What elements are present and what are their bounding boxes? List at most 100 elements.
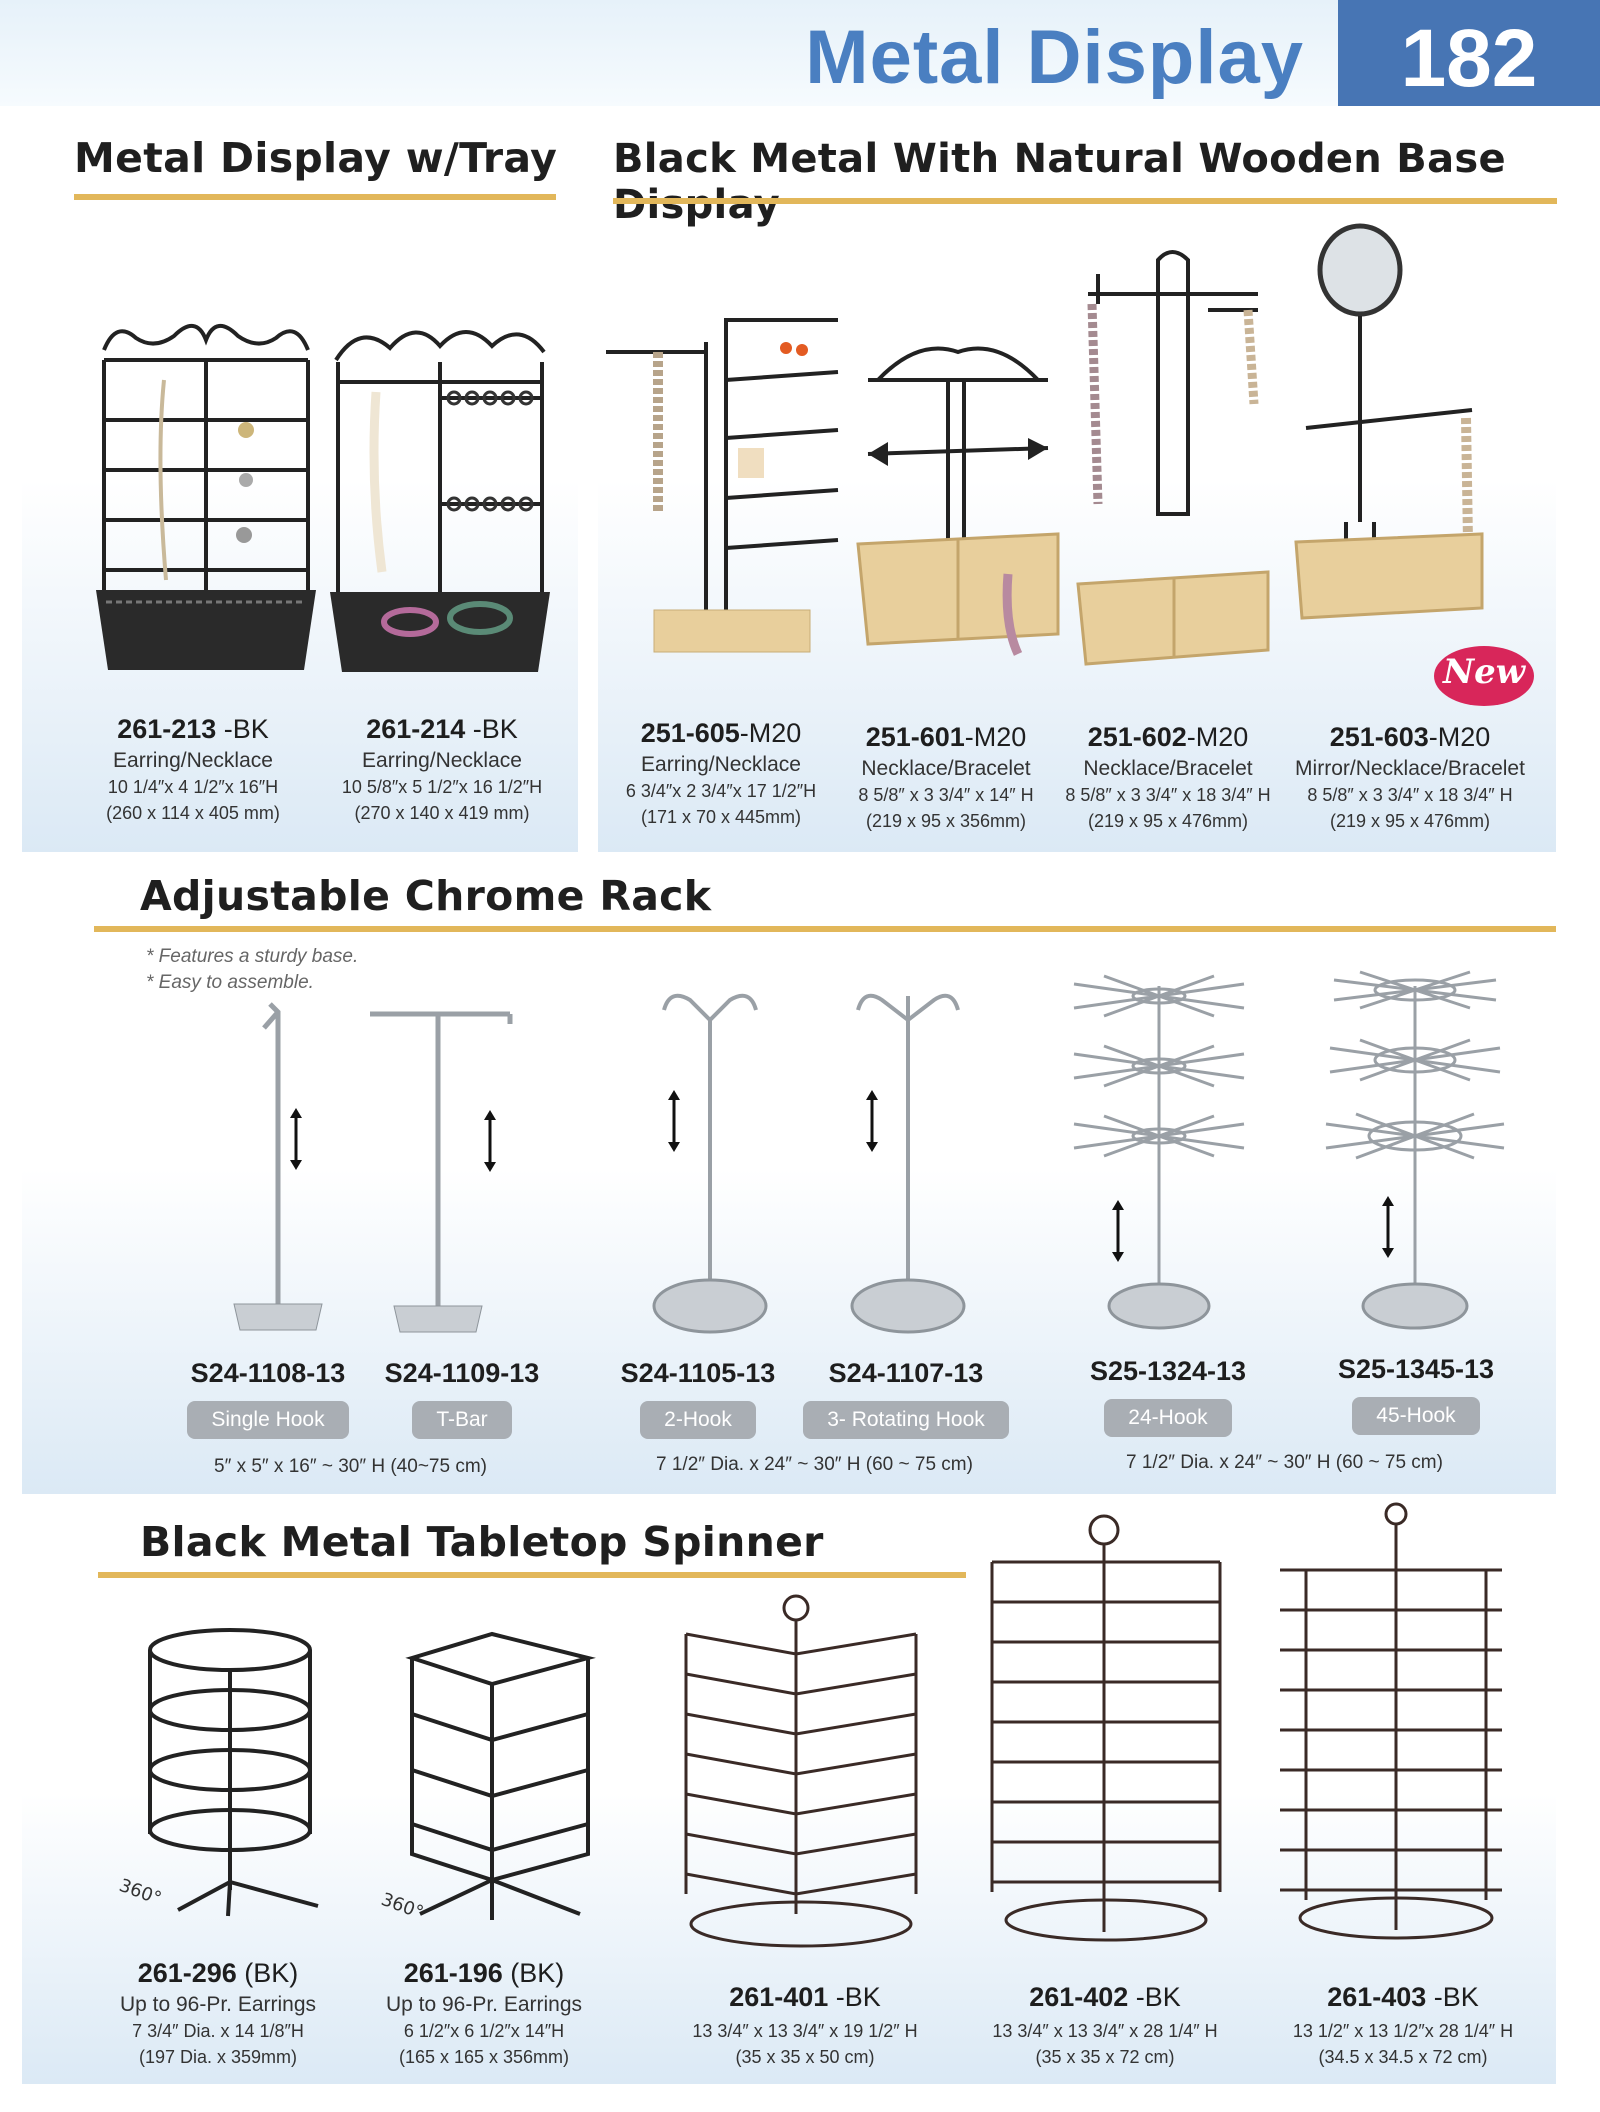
product-dims-imperial: 13 1/2″ x 13 1/2″x 28 1/4″ H: [1292, 2021, 1514, 2041]
product-dims-metric: (197 Dia. x 359mm): [138, 2047, 298, 2067]
header-band: [0, 0, 1338, 106]
product-type: Necklace/Bracelet: [861, 757, 1031, 780]
product-251-603: 251-603-M20 Mirror/Necklace/Bracelet 8 5…: [1290, 722, 1530, 833]
product-sku: 261-296 (BK): [137, 1958, 299, 1988]
product-type: Up to 96-Pr. Earrings: [119, 1993, 317, 2016]
chrome-rack-2-hook-image: [652, 993, 768, 1334]
product-sku: 261-403 -BK: [1327, 1982, 1479, 2012]
product-261-196: 261-196 (BK) Up to 96-Pr. Earrings 6 1/2…: [384, 1958, 584, 2069]
product-dims-imperial: 7 3/4″ Dia. x 14 1/8″H: [132, 2021, 304, 2041]
product-dims-metric: (35 x 35 x 50 cm): [735, 2047, 875, 2067]
product-type: Earring/Necklace: [113, 749, 273, 772]
product-dims-imperial: 13 3/4″ x 13 3/4″ x 28 1/4″ H: [992, 2021, 1218, 2041]
product-type: Earring/Necklace: [641, 753, 801, 776]
product-261-402: 261-402 -BK 13 3/4″ x 13 3/4″ x 28 1/4″ …: [980, 1982, 1230, 2069]
spinner-rotation-label-2: 360°: [378, 1889, 426, 1924]
product-sku: 251-601-M20: [865, 722, 1027, 752]
chrome-rack-t-bar-image: [370, 1011, 513, 1333]
product-dims-metric: (219 x 95 x 476mm): [1087, 811, 1249, 831]
product-261-214: 261-214 -BK Earring/Necklace 10 5/8″x 5 …: [322, 714, 562, 825]
spinner-261-403-image: [1280, 1502, 1502, 1940]
product-dims-metric: (270 x 140 x 419 mm): [354, 803, 530, 823]
chrome-rack-24-hook-image: [1073, 974, 1245, 1330]
page-title: Metal Display: [805, 15, 1304, 100]
product-sku: 261-402 -BK: [1029, 1982, 1181, 2012]
product-dims-imperial: 6 3/4″x 2 3/4″x 17 1/2″H: [625, 781, 817, 801]
product-sku: 251-603-M20: [1329, 722, 1491, 752]
page-number-box: 182: [1338, 0, 1600, 106]
product-type: Necklace/Bracelet: [1083, 757, 1253, 780]
wooden-display-251-603-image: [1294, 223, 1484, 620]
product-sku: S24-1107-13: [828, 1358, 984, 1388]
page-number: 182: [1400, 13, 1538, 104]
product-S24-1107-13: S24-1107-13 3- Rotating Hook: [796, 1358, 1016, 1439]
product-label-pill: 45-Hook: [1352, 1397, 1480, 1435]
product-sku: S24-1108-13: [190, 1358, 346, 1388]
wooden-display-251-602-image: [1076, 250, 1270, 666]
product-label-pill: T-Bar: [412, 1401, 512, 1439]
chrome-group-dims-3: 7 1/2″ Dia. x 24″ ~ 30″ H (60 ~ 75 cm): [1126, 1452, 1443, 1473]
tray-display-261-213-image: [96, 324, 316, 670]
new-badge: New: [1443, 652, 1525, 692]
wooden-display-251-605-image: [606, 318, 839, 653]
product-sku: S25-1345-13: [1337, 1354, 1495, 1384]
product-type: Up to 96-Pr. Earrings: [385, 1993, 583, 2016]
wooden-section-bg: [598, 210, 1556, 852]
product-dims-imperial: 8 5/8″ x 3 3/4″ x 18 3/4″ H: [1307, 785, 1513, 805]
product-261-213: 261-213 -BK Earring/Necklace 10 1/4″x 4 …: [88, 714, 298, 825]
product-261-401: 261-401 -BK 13 3/4″ x 13 3/4″ x 19 1/2″ …: [680, 1982, 930, 2069]
product-sku: 261-196 (BK): [403, 1958, 565, 1988]
product-S24-1105-13: S24-1105-13 2-Hook: [598, 1358, 798, 1439]
section-rule-chrome: [94, 926, 1556, 932]
product-dims-metric: (219 x 95 x 476mm): [1329, 811, 1491, 831]
tray-display-261-214-image: [330, 330, 550, 672]
chrome-group-dims-2: 7 1/2″ Dia. x 24″ ~ 30″ H (60 ~ 75 cm): [656, 1454, 973, 1475]
spinner-261-196-image: 360°: [378, 1631, 596, 1924]
product-dims-metric: (165 x 165 x 356mm): [398, 2047, 570, 2067]
product-dims-metric: (219 x 95 x 356mm): [865, 811, 1027, 831]
product-dims-metric: (34.5 x 34.5 x 72 cm): [1318, 2047, 1488, 2067]
product-sku: S25-1324-13: [1089, 1356, 1247, 1386]
product-251-602: 251-602-M20 Necklace/Bracelet 8 5/8″ x 3…: [1058, 722, 1278, 833]
section-rule-tray: [74, 194, 556, 200]
product-dims-metric: (260 x 114 x 405 mm): [106, 803, 280, 823]
section-title-spinner: Black Metal Tabletop Spinner: [140, 1518, 824, 1566]
product-dims-imperial: 8 5/8″ x 3 3/4″ x 14″ H: [858, 785, 1034, 805]
product-label-pill: 24-Hook: [1104, 1399, 1232, 1437]
section-rule-spinner: [98, 1572, 966, 1578]
product-S25-1324-13: S25-1324-13 24-Hook: [1068, 1356, 1268, 1437]
tray-section-bg: [22, 210, 578, 852]
product-sku: 251-605-M20: [640, 718, 802, 748]
section-title-wooden: Black Metal With Natural Wooden Base Dis…: [613, 136, 1506, 228]
new-badge-shape: [1434, 646, 1534, 706]
product-sku: S24-1109-13: [384, 1358, 540, 1388]
product-type: Earring/Necklace: [362, 749, 522, 772]
product-S24-1108-13: S24-1108-13 Single Hook: [168, 1358, 368, 1439]
product-sku: S24-1105-13: [620, 1358, 776, 1388]
product-dims-metric: (35 x 35 x 72 cm): [1035, 2047, 1175, 2067]
note-easy-assemble: * Easy to assemble.: [146, 972, 314, 993]
wooden-display-251-601-image: [856, 346, 1060, 656]
product-S24-1109-13: S24-1109-13 T-Bar: [362, 1358, 562, 1439]
product-label-pill: Single Hook: [187, 1401, 349, 1439]
product-sku: 261-401 -BK: [729, 1982, 881, 2012]
note-sturdy-base: * Features a sturdy base.: [146, 946, 359, 967]
spinner-261-401-image: [684, 1594, 918, 1948]
section-title-tray: Metal Display w/Tray: [74, 134, 558, 182]
spinner-261-402-image: [990, 1514, 1222, 1942]
product-dims-imperial: 6 1/2″x 6 1/2″x 14″H: [403, 2021, 565, 2041]
spinner-261-296-image: 360°: [116, 1628, 319, 1917]
product-251-605: 251-605-M20 Earring/Necklace 6 3/4″x 2 3…: [610, 718, 832, 829]
product-type: Mirror/Necklace/Bracelet: [1295, 757, 1525, 780]
chrome-notes: * Features a sturdy base. * Easy to asse…: [146, 944, 358, 996]
spinner-rotation-label-1: 360°: [116, 1875, 164, 1910]
product-S25-1345-13: S25-1345-13 45-Hook: [1316, 1354, 1516, 1435]
product-261-296: 261-296 (BK) Up to 96-Pr. Earrings 7 3/4…: [118, 1958, 318, 2069]
product-label-pill: 3- Rotating Hook: [803, 1401, 1009, 1439]
product-sku: 261-213 -BK: [117, 714, 269, 744]
product-label-pill: 2-Hook: [640, 1401, 756, 1439]
product-dims-imperial: 8 5/8″ x 3 3/4″ x 18 3/4″ H: [1065, 785, 1271, 805]
product-sku: 251-602-M20: [1087, 722, 1249, 752]
product-251-601: 251-601-M20 Necklace/Bracelet 8 5/8″ x 3…: [846, 722, 1046, 833]
product-dims-metric: (171 x 70 x 445mm): [640, 807, 802, 827]
